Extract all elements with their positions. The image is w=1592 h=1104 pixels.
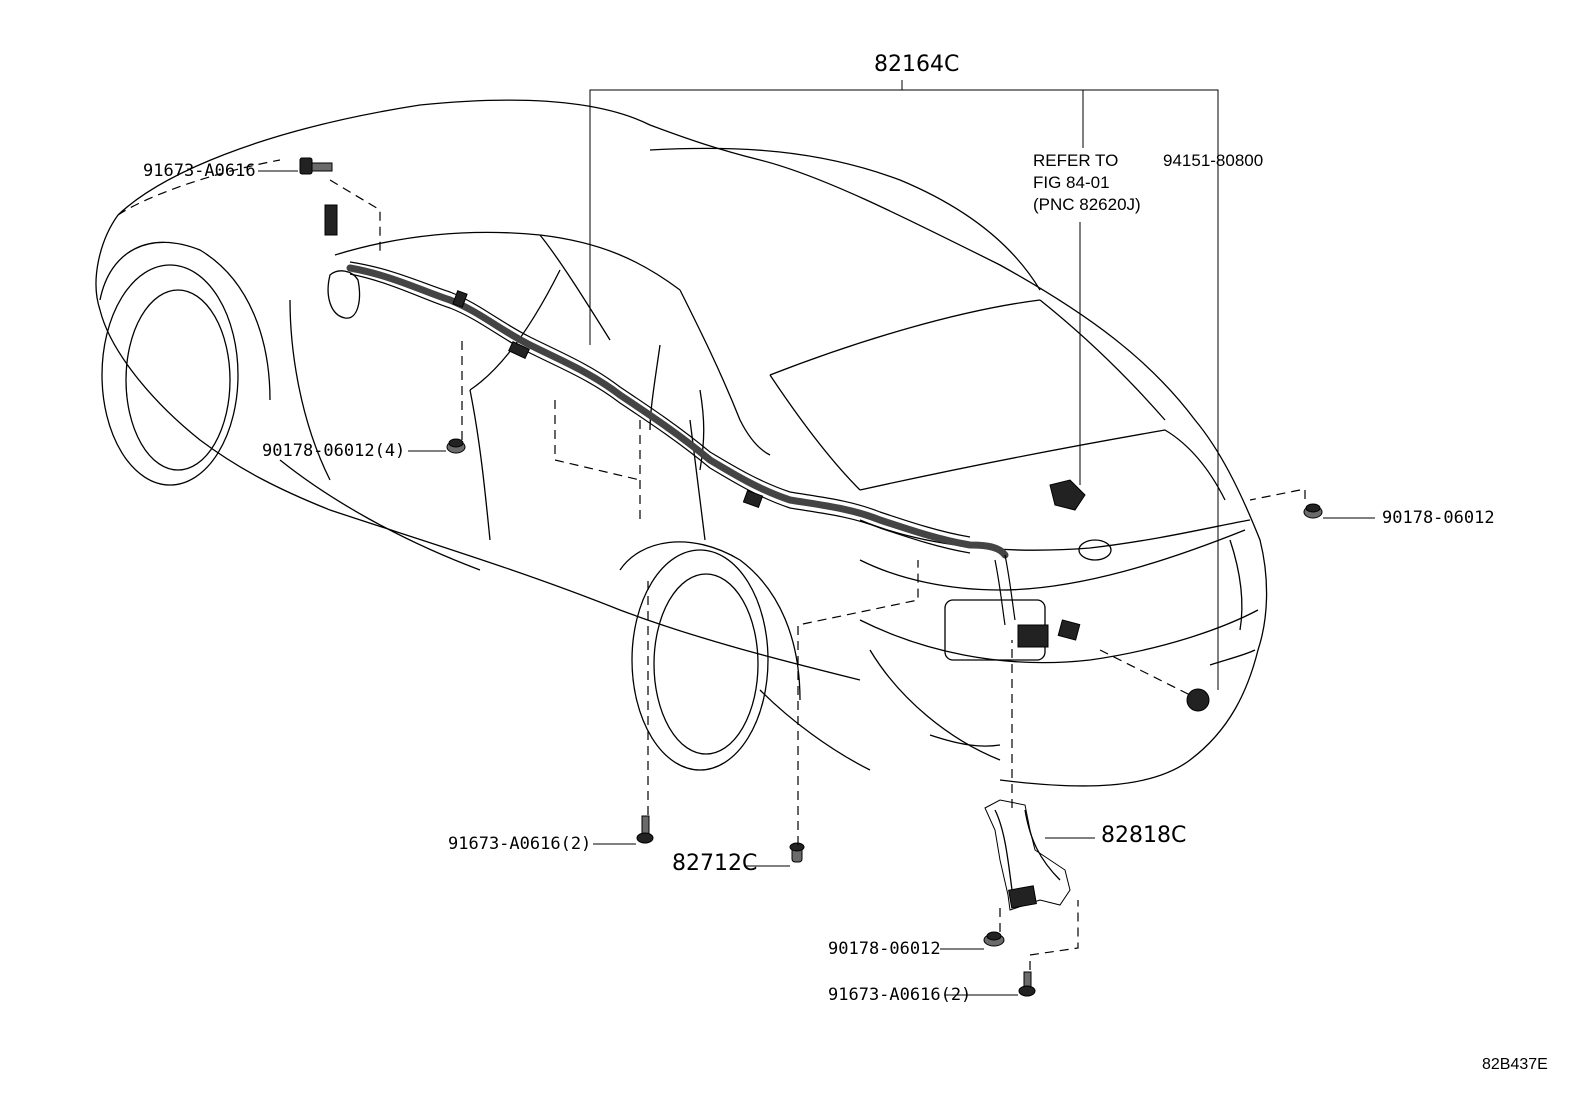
label-clip: 82712C	[672, 851, 758, 876]
car-body	[95, 99, 1268, 787]
assembly-lines	[329, 179, 1306, 970]
rear-wheel	[619, 541, 801, 771]
leader-lines	[258, 80, 1375, 996]
grommet-icon	[1186, 688, 1210, 712]
bolt-top-icon	[299, 157, 333, 175]
label-bolt-top: 91673-A0616	[143, 161, 256, 181]
label-nut-right: 90178-06012	[1382, 508, 1495, 528]
label-refer-line3: (PNC 82620J)	[1033, 195, 1141, 214]
wire-harness	[324, 204, 1086, 648]
harness-bracket	[984, 799, 1071, 911]
label-bolt-bracket: 91673-A0616(2)	[828, 985, 972, 1005]
label-bracket: 82818C	[1101, 823, 1187, 848]
label-refer-line2: FIG 84-01	[1033, 173, 1110, 192]
bolt-bracket-icon	[1018, 971, 1036, 997]
front-wheel	[99, 241, 271, 486]
nut-right-icon	[1303, 503, 1323, 519]
figure-id: 82B437E	[1482, 1056, 1548, 1073]
nut-bracket-icon	[983, 931, 1005, 947]
label-grommet: 94151-80800	[1163, 151, 1264, 170]
label-nut-bracket: 90178-06012	[828, 939, 941, 959]
side-mirror	[327, 270, 361, 319]
label-bolt-lower-left: 91673-A0616(2)	[448, 834, 592, 854]
label-refer-line1: REFER TO	[1033, 151, 1119, 170]
label-wire-harness: 82164C	[874, 52, 960, 77]
nut-left-icon	[446, 438, 466, 454]
clip-icon	[789, 842, 805, 863]
bolt-lower-left-icon	[636, 815, 654, 844]
label-nut-left: 90178-06012(4)	[262, 441, 406, 461]
